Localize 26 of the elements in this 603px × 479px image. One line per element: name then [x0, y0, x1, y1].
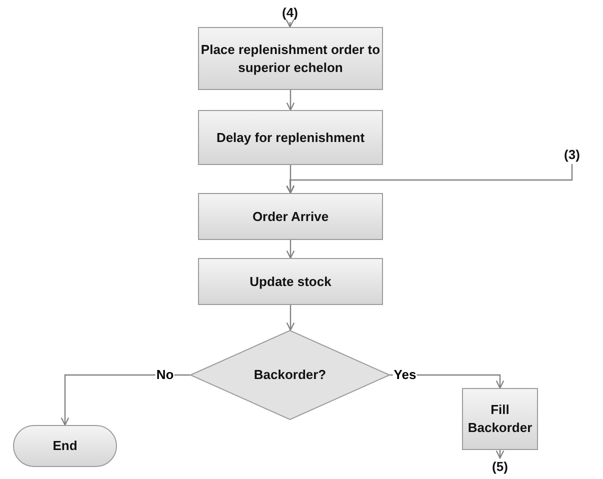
- node-text: End: [52, 437, 78, 455]
- process-box: [198, 193, 383, 240]
- arrow: [286, 90, 295, 111]
- edge-label: No: [155, 368, 175, 382]
- edge-label: Yes: [392, 368, 418, 382]
- reference-label: (3): [564, 146, 580, 164]
- terminator-box: [13, 425, 117, 467]
- process-box: [198, 110, 383, 165]
- arrow: [286, 19, 294, 28]
- arrow: [286, 164, 573, 194]
- node-text: Update stock: [250, 272, 332, 290]
- arrow: [286, 240, 295, 259]
- arrow: [286, 305, 295, 331]
- node-text: Place replenishment order to superior echelon: [200, 40, 382, 76]
- node-text: Fill Backorder: [466, 401, 534, 437]
- node-text: Backorder?: [254, 366, 326, 384]
- process-box: [198, 27, 383, 90]
- reference-label: (5): [492, 458, 508, 476]
- arrow: [286, 165, 295, 194]
- process-box: [462, 388, 538, 450]
- process-box: [198, 258, 383, 305]
- node-text: Order Arrive: [252, 208, 329, 226]
- reference-label: (4): [282, 4, 298, 22]
- arrow: [496, 450, 504, 459]
- node-text: Delay for replenishment: [216, 128, 365, 146]
- arrow: [60, 374, 190, 426]
